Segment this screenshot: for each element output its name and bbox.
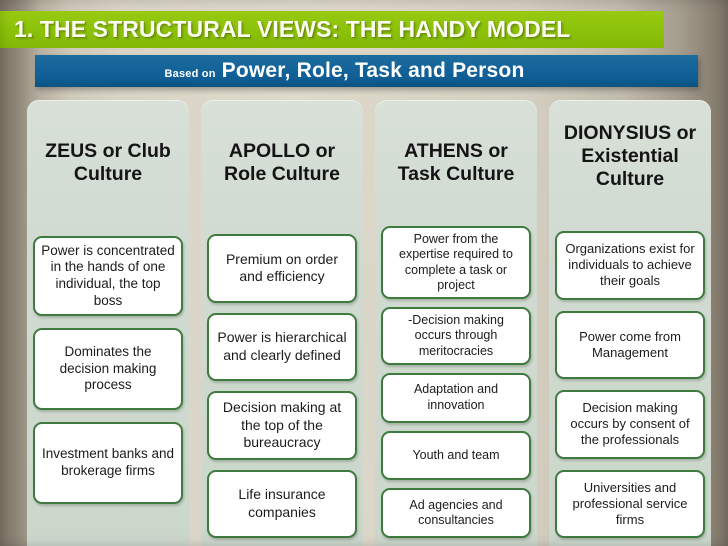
column-apollo: APOLLO or Role Culture Premium on order …	[201, 100, 363, 546]
fact-box: Life insurance companies	[207, 469, 357, 538]
fact-box: Organizations exist for individuals to a…	[555, 231, 705, 300]
culture-columns: ZEUS or Club Culture Power is concentrat…	[27, 100, 711, 546]
subtitle-main: Power, Role, Task and Person	[221, 59, 525, 82]
column-header-dionysius: DIONYSIUS or Existential Culture	[563, 122, 697, 190]
fact-box: -Decision making occurs through meritocr…	[381, 307, 531, 365]
fact-box: Universities and professional service fi…	[555, 469, 705, 538]
subtitle-group: Based on Power, Role, Task and Person	[165, 59, 525, 83]
slide-subtitle-bar: Based on Power, Role, Task and Person	[35, 55, 698, 87]
column-header-apollo: APOLLO or Role Culture	[224, 140, 340, 185]
fact-box: Power come from Management	[555, 310, 705, 379]
fact-box: Decision making at the top of the bureau…	[207, 391, 357, 460]
subtitle-prefix: Based on	[164, 68, 216, 80]
fact-box: Power is concentrated in the hands of on…	[33, 236, 183, 316]
fact-box: Investment banks and brokerage firms	[33, 422, 183, 504]
fact-box: Premium on order and efficiency	[207, 234, 357, 303]
fact-box: Power from the expertise required to com…	[381, 226, 531, 299]
fact-box: Ad agencies and consultancies	[381, 488, 531, 538]
column-athens: ATHENS or Task Culture Power from the ex…	[375, 100, 537, 546]
fact-box: Adaptation and innovation	[381, 372, 531, 423]
box-stack-apollo: Premium on order and efficiency Power is…	[207, 234, 357, 546]
fact-box: Dominates the decision making process	[33, 328, 183, 410]
fact-box: Decision making occurs by consent of the…	[555, 390, 705, 459]
box-stack-zeus: Power is concentrated in the hands of on…	[33, 236, 183, 546]
column-header-zeus: ZEUS or Club Culture	[45, 140, 171, 185]
fact-box: Youth and team	[381, 430, 531, 481]
column-header-athens: ATHENS or Task Culture	[397, 140, 515, 185]
slide-title-bar: 1. THE STRUCTURAL VIEWS: THE HANDY MODEL	[0, 11, 664, 48]
column-zeus: ZEUS or Club Culture Power is concentrat…	[27, 100, 189, 546]
box-stack-athens: Power from the expertise required to com…	[381, 226, 531, 546]
column-dionysius: DIONYSIUS or Existential Culture Organiz…	[549, 100, 711, 546]
box-stack-dionysius: Organizations exist for individuals to a…	[555, 231, 705, 546]
slide-title: 1. THE STRUCTURAL VIEWS: THE HANDY MODEL	[14, 15, 571, 42]
fact-box: Power is hierarchical and clearly define…	[207, 312, 357, 381]
